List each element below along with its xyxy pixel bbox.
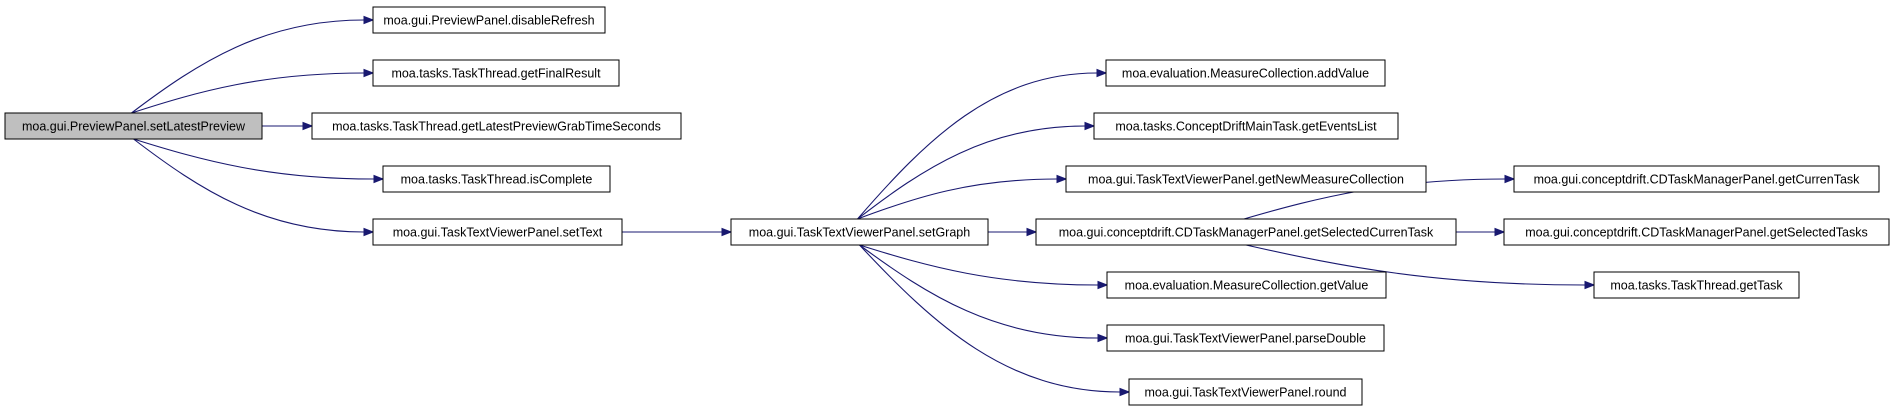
edge-line: [857, 125, 1086, 220]
edge-n5-n6: [622, 227, 733, 237]
edge-line: [857, 72, 1098, 220]
node-disable-refresh[interactable]: moa.gui.PreviewPanel.disableRefresh: [372, 6, 606, 34]
node-label: moa.evaluation.MeasureCollection.addValu…: [1122, 67, 1369, 81]
edge-line: [131, 72, 365, 114]
node-get-value[interactable]: moa.evaluation.MeasureCollection.getValu…: [1106, 271, 1387, 299]
edge-line: [859, 244, 1121, 393]
node-set-latest-preview[interactable]: moa.gui.PreviewPanel.setLatestPreview: [4, 112, 263, 140]
edge-line: [133, 138, 365, 233]
arrowhead: [721, 227, 733, 237]
edge-n0-n5: [133, 138, 375, 237]
node-set-graph[interactable]: moa.gui.TaskTextViewerPanel.setGraph: [730, 218, 989, 246]
edges-layer: [131, 15, 1596, 397]
arrowhead: [363, 227, 375, 237]
node-label: moa.tasks.TaskThread.getFinalResult: [391, 67, 601, 81]
node-label: moa.tasks.ConceptDriftMainTask.getEvents…: [1115, 120, 1377, 134]
edge-n10-n15: [1456, 227, 1506, 237]
node-round[interactable]: moa.gui.TaskTextViewerPanel.round: [1128, 378, 1363, 406]
edge-line: [1245, 244, 1586, 286]
node-add-value[interactable]: moa.evaluation.MeasureCollection.addValu…: [1105, 59, 1386, 87]
nodes-layer: moa.gui.PreviewPanel.setLatestPreview mo…: [4, 6, 1890, 406]
node-get-selected-curren-task[interactable]: moa.gui.conceptdrift.CDTaskManagerPanel.…: [1035, 218, 1457, 246]
arrowhead: [1504, 174, 1516, 184]
arrowhead: [1097, 280, 1109, 290]
node-get-events-list[interactable]: moa.tasks.ConceptDriftMainTask.getEvents…: [1093, 112, 1399, 140]
edge-line: [131, 19, 365, 114]
arrowhead: [1584, 280, 1596, 290]
edge-n0-n3: [262, 121, 314, 131]
edge-n0-n2: [131, 68, 375, 114]
node-label: moa.gui.PreviewPanel.disableRefresh: [383, 14, 594, 28]
edge-n10-n16: [1245, 244, 1596, 290]
node-label: moa.gui.PreviewPanel.setLatestPreview: [22, 120, 246, 134]
edge-n6-n13: [859, 244, 1131, 397]
arrowhead: [363, 15, 375, 25]
edge-n6-n8: [857, 121, 1096, 220]
arrowhead: [1084, 121, 1096, 131]
node-get-latest-preview-grab-time-seconds[interactable]: moa.tasks.TaskThread.getLatestPreviewGra…: [311, 112, 682, 140]
node-is-complete[interactable]: moa.tasks.TaskThread.isComplete: [382, 165, 611, 193]
node-get-task[interactable]: moa.tasks.TaskThread.getTask: [1593, 271, 1800, 299]
arrowhead: [1494, 227, 1506, 237]
node-label: moa.tasks.TaskThread.getLatestPreviewGra…: [332, 120, 661, 134]
node-get-final-result[interactable]: moa.tasks.TaskThread.getFinalResult: [372, 59, 620, 87]
node-get-new-measure-collection[interactable]: moa.gui.TaskTextViewerPanel.getNewMeasur…: [1065, 165, 1427, 193]
node-label: moa.evaluation.MeasureCollection.getValu…: [1125, 279, 1369, 293]
arrowhead: [1026, 227, 1038, 237]
arrowhead: [1119, 387, 1131, 397]
arrowhead: [363, 68, 375, 78]
node-label: moa.gui.TaskTextViewerPanel.setGraph: [749, 226, 970, 240]
node-label: moa.gui.TaskTextViewerPanel.parseDouble: [1125, 332, 1366, 346]
node-label: moa.tasks.TaskThread.getTask: [1610, 279, 1783, 293]
edge-n0-n1: [131, 15, 375, 114]
arrowhead: [302, 121, 314, 131]
arrowhead: [373, 174, 385, 184]
edge-n6-n11: [859, 244, 1109, 290]
node-parse-double[interactable]: moa.gui.TaskTextViewerPanel.parseDouble: [1106, 324, 1385, 352]
node-label: moa.gui.conceptdrift.CDTaskManagerPanel.…: [1059, 226, 1434, 240]
node-label: moa.gui.TaskTextViewerPanel.getNewMeasur…: [1088, 173, 1404, 187]
node-label: moa.tasks.TaskThread.isComplete: [401, 173, 593, 187]
node-label: moa.gui.TaskTextViewerPanel.setText: [393, 226, 603, 240]
edge-line: [859, 244, 1099, 339]
edge-n6-n9: [857, 174, 1068, 220]
edge-line: [857, 178, 1058, 220]
edge-n0-n4: [133, 138, 385, 184]
arrowhead: [1056, 174, 1068, 184]
edge-n6-n7: [857, 68, 1108, 220]
edge-line: [859, 244, 1099, 286]
edge-n6-n12: [859, 244, 1109, 343]
edge-n6-n10: [988, 227, 1038, 237]
node-label: moa.gui.conceptdrift.CDTaskManagerPanel.…: [1525, 226, 1868, 240]
node-label: moa.gui.conceptdrift.CDTaskManagerPanel.…: [1534, 173, 1861, 187]
edge-line: [133, 138, 375, 180]
node-label: moa.gui.TaskTextViewerPanel.round: [1145, 386, 1347, 400]
node-set-text[interactable]: moa.gui.TaskTextViewerPanel.setText: [372, 218, 623, 246]
node-get-curren-task[interactable]: moa.gui.conceptdrift.CDTaskManagerPanel.…: [1513, 165, 1880, 193]
node-get-selected-tasks[interactable]: moa.gui.conceptdrift.CDTaskManagerPanel.…: [1503, 218, 1890, 246]
arrowhead: [1097, 333, 1109, 343]
arrowhead: [1096, 68, 1108, 78]
